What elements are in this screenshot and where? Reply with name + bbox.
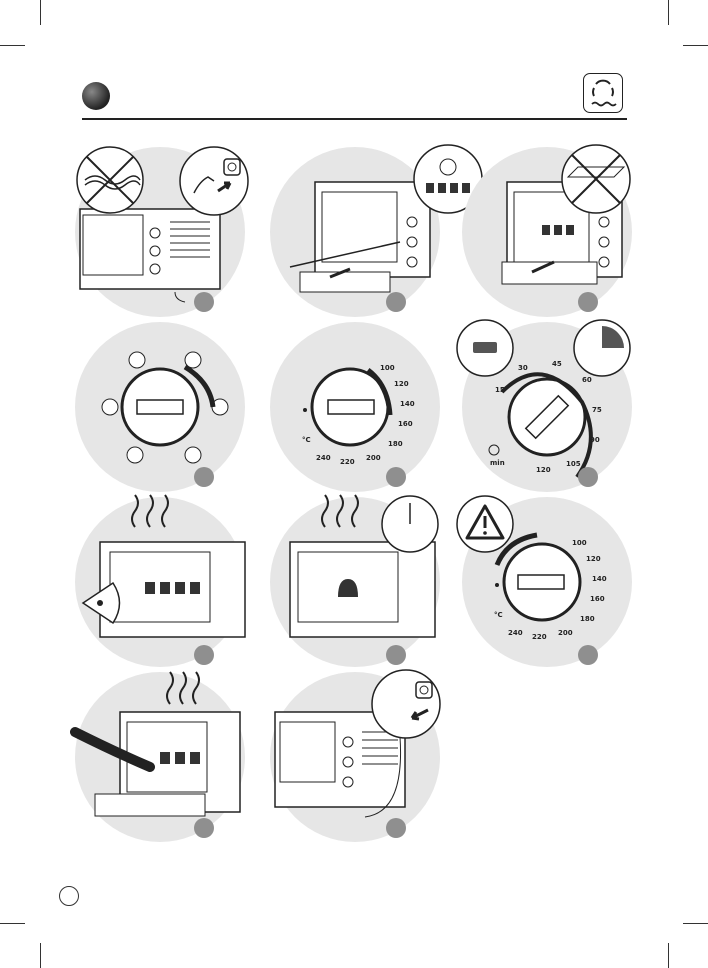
wall-socket-plug-icon [179, 146, 249, 216]
step-10-number [194, 818, 214, 838]
timer-unit: min [490, 459, 505, 467]
temp-tick: 100 [572, 539, 587, 547]
timer-tick: 105 [566, 460, 581, 468]
clock-icon [381, 495, 439, 553]
crop-mark [0, 923, 25, 924]
indicator-light-icon [456, 319, 514, 377]
temp-unit: °C [302, 436, 311, 444]
timer-tick: 90 [590, 436, 600, 444]
cupcakes-tray-icon [413, 144, 483, 214]
step-3-number [578, 292, 598, 312]
temp-tick: 200 [366, 454, 381, 462]
step-1-number [194, 292, 214, 312]
crop-mark [40, 943, 41, 968]
oven-tray-illustration [289, 181, 431, 293]
step-6-number [578, 467, 598, 487]
timer-tick: 30 [518, 364, 528, 372]
temp-tick: 120 [586, 555, 601, 563]
wall-socket-unplug-icon [371, 669, 441, 739]
temp-tick: 180 [580, 615, 595, 623]
temp-tick: 160 [590, 595, 605, 603]
step-4-number [194, 467, 214, 487]
eye-icon [81, 581, 121, 625]
step-8-number [386, 645, 406, 665]
timer-tick: 60 [582, 376, 592, 384]
temp-tick: 240 [508, 629, 523, 637]
temp-tick: 140 [400, 400, 415, 408]
fan-convection-icon [583, 73, 623, 113]
temp-tick: 180 [388, 440, 403, 448]
oven-illustration [79, 208, 221, 303]
crop-mark [40, 0, 41, 25]
oven-remove-illustration [70, 671, 241, 817]
function-selector-dial [101, 351, 229, 464]
oven-bell-illustration [289, 494, 436, 638]
header-rule [82, 118, 627, 120]
temp-tick: 200 [558, 629, 573, 637]
crossed-out-cable-icon [76, 146, 144, 214]
step-9-number [578, 645, 598, 665]
warning-triangle-icon [456, 495, 514, 553]
timer-dial: 15 30 45 60 75 90 105 120 min [488, 360, 602, 479]
page-number [59, 886, 79, 906]
temperature-dial-off: 100 120 140 160 180 200 220 240 °C [494, 532, 607, 641]
timer-tick: 75 [592, 406, 602, 414]
temp-unit: °C [494, 611, 503, 619]
crossed-out-tray-icon [561, 144, 631, 214]
oven-baking-illustration [99, 494, 246, 638]
crop-mark [0, 45, 25, 46]
oven-unplug-illustration [274, 711, 406, 818]
step-11-number [386, 818, 406, 838]
timer-tick: 15 [495, 386, 505, 394]
timer-tick: 120 [536, 466, 551, 474]
temp-tick: 120 [394, 380, 409, 388]
step-5-number [386, 467, 406, 487]
temp-tick: 240 [316, 454, 331, 462]
step-2-number [386, 292, 406, 312]
crop-mark [683, 923, 708, 924]
temp-tick: 140 [592, 575, 607, 583]
temperature-dial: 100 120 140 160 180 200 220 240 °C [302, 364, 415, 466]
temp-tick: 220 [532, 633, 547, 641]
section-bullet [82, 82, 110, 110]
clock-icon [573, 319, 631, 377]
crop-mark [683, 45, 708, 46]
crop-mark [668, 0, 669, 25]
temp-tick: 160 [398, 420, 413, 428]
crop-mark [668, 943, 669, 968]
temp-tick: 100 [380, 364, 395, 372]
temp-tick: 220 [340, 458, 355, 466]
timer-tick: 45 [552, 360, 562, 368]
step-7-number [194, 645, 214, 665]
